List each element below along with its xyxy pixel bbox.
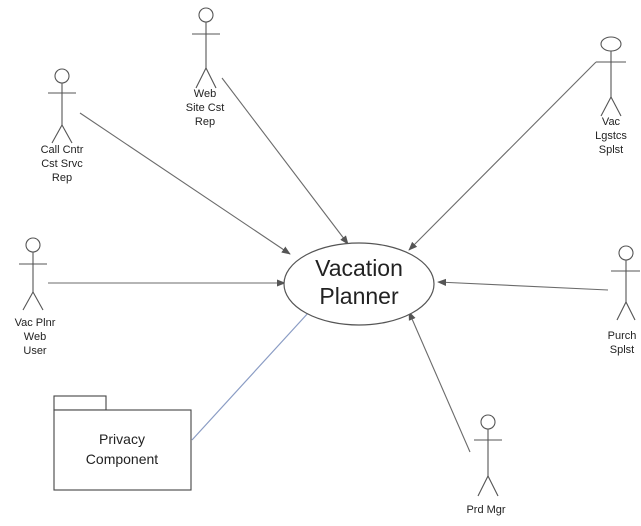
package-label-line1: Privacy bbox=[99, 431, 145, 447]
package-label-line2: Component bbox=[86, 451, 158, 467]
actor-label-line: Splst bbox=[610, 344, 634, 356]
actor-call-center-rep[interactable]: Call Cntr Cst Srvc Rep bbox=[41, 68, 84, 184]
actor-label-line: Cst Srvc bbox=[41, 158, 83, 170]
package-privacy-component[interactable]: Privacy Component bbox=[53, 395, 192, 491]
actor-label-line: Splst bbox=[599, 144, 623, 156]
association-call-center-rep bbox=[79, 112, 291, 255]
actor-label-line: Web bbox=[24, 331, 46, 343]
actor-web-site-rep[interactable]: Web Site Cst Rep bbox=[186, 7, 225, 128]
actor-label-line: Vac Plnr bbox=[15, 317, 56, 329]
actor-label-line: Rep bbox=[195, 116, 215, 128]
actor-web-user[interactable]: Vac Plnr Web User bbox=[15, 237, 56, 357]
actor-product-manager[interactable]: Prd Mgr bbox=[466, 414, 506, 516]
actor-logistics-specialist[interactable]: Vac Lgstcs Splst bbox=[595, 36, 627, 156]
privacy-dependency-line bbox=[191, 311, 310, 441]
use-case-label-line2: Planner bbox=[319, 283, 399, 309]
stick-figure-icon bbox=[596, 36, 626, 117]
use-case-label-line1: Vacation bbox=[315, 255, 403, 281]
actor-label-line: Call Cntr bbox=[41, 144, 84, 156]
actor-label-line: Site Cst bbox=[186, 102, 225, 114]
actor-label-line: User bbox=[23, 345, 47, 357]
stick-figure-icon bbox=[474, 414, 502, 497]
association-web-site-rep bbox=[221, 77, 349, 245]
actor-label-line: Rep bbox=[52, 172, 72, 184]
association-logistics-specialist bbox=[408, 61, 597, 251]
actor-label-line: Purch bbox=[608, 330, 637, 342]
association-product-manager bbox=[408, 311, 471, 453]
use-case-vacation-planner[interactable]: Vacation Planner bbox=[283, 242, 435, 326]
actor-label-line: Web bbox=[194, 88, 216, 100]
actor-label-line: Vac bbox=[602, 116, 621, 128]
association-purchasing-specialist bbox=[437, 278, 609, 291]
actor-label-line: Prd Mgr bbox=[466, 504, 505, 516]
stick-figure-icon bbox=[19, 237, 47, 311]
stick-figure-icon bbox=[192, 7, 220, 89]
stick-figure-icon bbox=[611, 245, 640, 321]
actor-purchasing-specialist[interactable]: Purch Splst bbox=[608, 245, 640, 356]
actor-label-line: Lgstcs bbox=[595, 130, 627, 142]
stick-figure-icon bbox=[48, 68, 76, 144]
